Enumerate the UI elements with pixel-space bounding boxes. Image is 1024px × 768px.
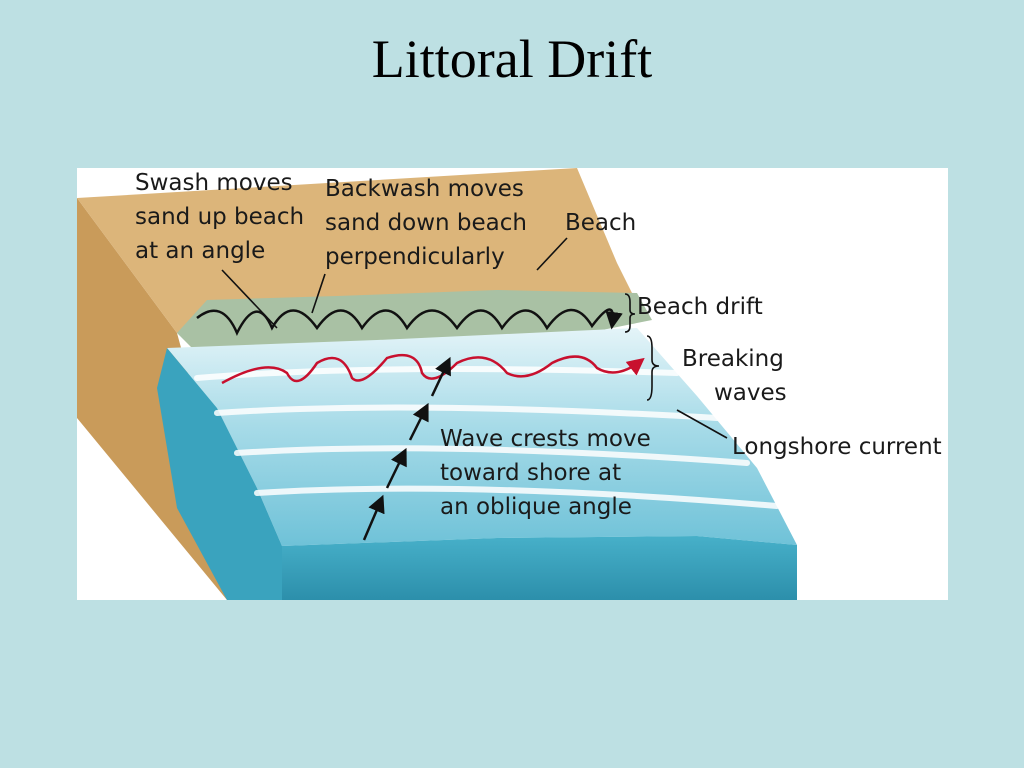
slide-title: Littoral Drift (371, 29, 653, 89)
wave-crests-label: Wave crests move toward shore at an obli… (440, 426, 658, 520)
beach-drift-label: Beach drift (637, 294, 763, 320)
breaking-waves-label: Breaking waves (682, 346, 791, 406)
wave-crests (194, 366, 780, 509)
backwash-label: Backwash moves sand down beach perpendic… (325, 176, 534, 270)
longshore-current-label: Longshore current (732, 434, 942, 460)
surf-zone (177, 290, 652, 353)
swash-label: Swash moves sand up beach at an angle (135, 170, 311, 264)
littoral-drift-diagram: Swash moves sand up beach at an angle Ba… (77, 168, 948, 600)
longshore-current-arrow (221, 353, 645, 385)
sea-side (282, 536, 797, 600)
sea-left-face (157, 348, 282, 600)
leader-lines (221, 237, 728, 439)
beach-label: Beach (565, 210, 636, 236)
wave-direction-arrows (362, 356, 451, 541)
